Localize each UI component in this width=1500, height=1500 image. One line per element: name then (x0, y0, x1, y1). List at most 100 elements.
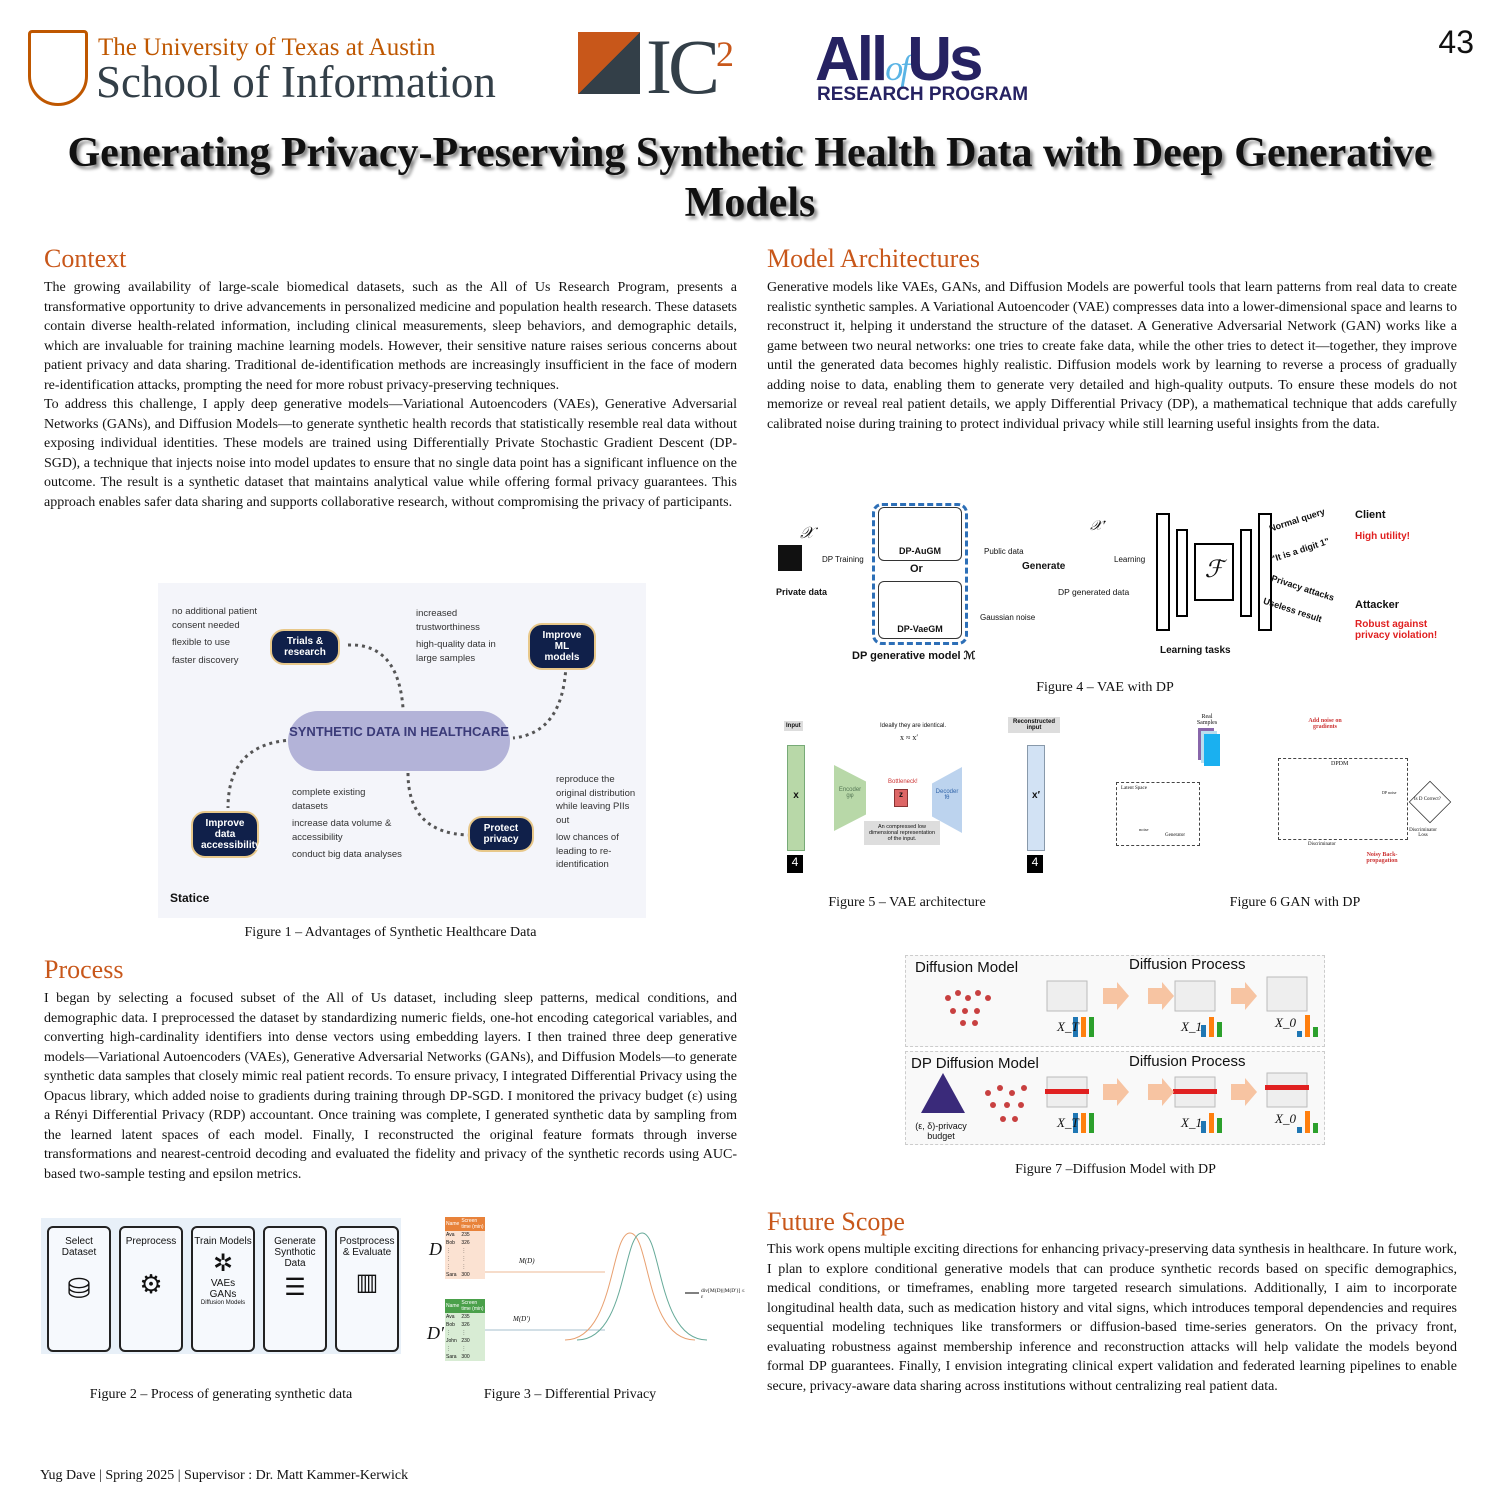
x0-label: X_0 (1275, 1015, 1296, 1030)
all-of-us-subtitle: RESEARCH PROGRAM (817, 84, 1029, 105)
dp-augm-box: DP-AuGM (878, 507, 962, 561)
xt-label: X_T (1057, 1019, 1079, 1034)
diffusion-graphics (921, 976, 1318, 1133)
dp-training-label: DP Training (822, 555, 864, 564)
discriminator-loss-label: Discriminator Loss (1409, 828, 1437, 838)
figure-6-caption: Figure 6 GAN with DP (1229, 895, 1361, 910)
diffusion-process-label-2: Diffusion Process (1129, 1053, 1246, 1070)
footer-credits: Yug Dave | Spring 2025 | Supervisor : Dr… (40, 1468, 409, 1483)
client-label: Client (1355, 509, 1386, 521)
step-select: Select Dataset⛁ (47, 1226, 111, 1352)
figure-7-caption: Figure 7 –Diffusion Model with DP (1015, 1162, 1216, 1177)
node-ml: Improve ML models (528, 623, 596, 670)
center-node: SYNTHETIC DATA IN HEALTHCARE (288, 711, 510, 771)
table-row: ⋮⋮ (445, 1255, 485, 1263)
learning-label: Learning (1114, 555, 1146, 564)
table-row: ⋮⋮ (445, 1247, 485, 1255)
or-label: Or (910, 563, 923, 575)
statice-logo: Statice (170, 891, 210, 905)
input-label: Input (784, 721, 803, 731)
figure-7-diffusion: Diffusion Model Diffusion Process DP Dif… (903, 953, 1328, 1148)
table-row: ⋮⋮ (445, 1329, 485, 1337)
md-label: M(D) (519, 1257, 535, 1265)
process-heading: Process (44, 955, 124, 984)
figure-4-caption: Figure 4 – VAE with DP (1036, 680, 1174, 695)
figure-4-vae-dp: 𝒳 Private data DP Training DP-AuGM Or DP… (770, 495, 1460, 670)
sliders-icon: ☰ (284, 1274, 306, 1301)
table-row: ⋮⋮ (445, 1263, 485, 1271)
learning-tasks-label: Learning tasks (1160, 645, 1231, 656)
generate-label: Generate (1022, 561, 1066, 572)
database-icon: ⛁ (67, 1273, 91, 1304)
context-paragraph: The growing availability of large-scale … (44, 280, 737, 393)
figure-5-vae: Input Ideally they are identical. x ≈ x′… (782, 715, 1072, 880)
x-symbol: 𝒳 (800, 525, 814, 542)
input-vector: x (787, 745, 805, 851)
bottleneck-note: An compressed low dimensional representa… (864, 821, 940, 845)
models-heading: Model Architectures (767, 244, 980, 273)
dataset-d-prime-label: D′ (427, 1323, 444, 1343)
ic2-logo: IC2 (646, 23, 734, 110)
poster-title: Generating Privacy-Preserving Synthetic … (67, 130, 1433, 226)
digit-image (778, 545, 802, 571)
reconstructed-label: Reconstructed input (1008, 717, 1060, 733)
ut-logo-line1: The University of Texas at Austin (98, 34, 436, 61)
figure-2-pipeline: Select Dataset⛁ Preprocess⚙ Train Models… (41, 1218, 401, 1354)
node-access: Improve data accessibility (191, 811, 260, 858)
figure-1-caption: Figure 1 – Advantages of Synthetic Healt… (244, 925, 537, 940)
divergence-bound: div[M(D)||M(D′)] ≤ ε (701, 1288, 745, 1300)
context-heading: Context (44, 244, 127, 273)
process-body: I began by selecting a focused subset of… (44, 991, 737, 1182)
bottleneck-label: Bottleneck! (888, 779, 918, 785)
step-generate: Generate Synthotic Data☰ (263, 1226, 327, 1352)
distribution-curves (485, 1232, 708, 1341)
dp-diffusion-model-label: DP Diffusion Model (911, 1055, 1039, 1072)
dp-model-label: DP generative model ℳ (852, 650, 976, 662)
xt-label-2: X_T (1057, 1115, 1079, 1130)
real-samples-stack (1204, 734, 1220, 766)
x1-label-2: X_1 (1181, 1115, 1202, 1130)
dp-model-box (872, 503, 968, 645)
step-postprocess: Postprocess & Evaluate▥ (335, 1226, 399, 1352)
output-vector: x′ (1027, 745, 1045, 851)
context-paragraph: To address this challenge, I apply deep … (44, 397, 737, 510)
privacy-attacks-label: Privacy attacks (1270, 573, 1336, 603)
high-utility-label: High utility! (1355, 531, 1410, 542)
generator-box: Latent Space noise Generator (1116, 782, 1200, 846)
ut-shield-logo (28, 30, 88, 106)
attacker-label: Attacker (1355, 599, 1400, 611)
discriminator-label: Discriminator (1308, 842, 1336, 847)
dp-vaegm-box: DP-VaeGM (878, 581, 962, 639)
node-privacy: Protect privacy (468, 816, 534, 852)
real-samples-label: Real Samples (1196, 714, 1218, 726)
normal-query-label: Normal query (1267, 506, 1327, 534)
future-heading: Future Scope (767, 1207, 905, 1236)
output-digit: 4 (1027, 855, 1043, 873)
learning-network: ℱ (1156, 513, 1272, 631)
neural-network-icon: ✲ (212, 1250, 234, 1277)
ideal-label: Ideally they are identical. (880, 723, 947, 729)
gaussian-noise-label: Gaussian noise (980, 613, 1036, 622)
figure-3-caption: Figure 3 – Differential Privacy (483, 1387, 657, 1402)
connector-lines (226, 643, 568, 837)
figure-2-caption: Figure 2 – Process of generating synthet… (89, 1387, 353, 1402)
is-d-correct-label: Is D Correct? (1414, 797, 1441, 802)
future-body: This work opens multiple exciting direct… (767, 1242, 1457, 1394)
privacy-budget-label: (ε, δ)-privacy budget (915, 1121, 967, 1141)
private-data-label: Private data (776, 587, 828, 597)
latent-z: z (894, 789, 908, 807)
